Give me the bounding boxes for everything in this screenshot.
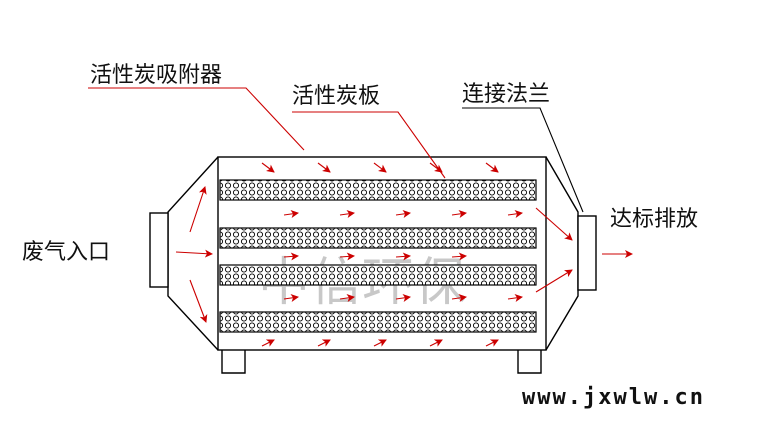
flow-arrow bbox=[485, 339, 499, 347]
outlet-flange bbox=[577, 215, 597, 291]
flow-arrow bbox=[283, 252, 299, 261]
flow-arrow bbox=[429, 339, 443, 347]
flow-arrow bbox=[283, 294, 299, 302]
flow-arrow bbox=[395, 210, 411, 218]
flow-arrow bbox=[339, 210, 355, 218]
flow-arrow bbox=[317, 162, 331, 173]
flow-arrow bbox=[507, 210, 523, 218]
adsorber-shell bbox=[217, 156, 547, 351]
leader-carbon-plate bbox=[292, 111, 446, 179]
airflow-arrows bbox=[175, 162, 633, 347]
flow-arrow bbox=[535, 207, 573, 241]
carbon-plate-2 bbox=[219, 227, 537, 249]
carbon-plate-1 bbox=[219, 179, 537, 201]
flow-arrow bbox=[507, 294, 523, 302]
flow-arrow bbox=[261, 339, 275, 347]
adsorber-body bbox=[149, 156, 597, 374]
support-leg-right bbox=[517, 350, 542, 374]
flow-arrow bbox=[395, 294, 411, 302]
flow-arrow bbox=[373, 339, 387, 347]
label-flange: 连接法兰 bbox=[462, 82, 550, 107]
website-text: www.jxwlw.cn bbox=[522, 385, 705, 410]
outlet-cone bbox=[545, 156, 579, 351]
label-adsorber: 活性炭吸附器 bbox=[90, 63, 222, 88]
flow-arrow bbox=[535, 269, 573, 293]
flow-arrow bbox=[189, 279, 208, 323]
flow-arrow bbox=[451, 294, 467, 302]
flow-arrow bbox=[451, 252, 467, 261]
flow-arrow bbox=[373, 162, 387, 173]
flow-arrow bbox=[261, 162, 275, 173]
carbon-plate-3 bbox=[219, 264, 537, 286]
flow-arrow bbox=[283, 210, 299, 218]
flow-arrow bbox=[485, 162, 499, 173]
label-outlet: 达标排放 bbox=[610, 207, 698, 232]
support-leg-left bbox=[221, 350, 246, 374]
label-inlet: 废气入口 bbox=[22, 240, 110, 265]
carbon-plates bbox=[219, 179, 537, 333]
label-carbon-plate: 活性炭板 bbox=[292, 84, 380, 109]
carbon-plate-4 bbox=[219, 311, 537, 333]
inlet-flange bbox=[149, 212, 169, 288]
leader-flange bbox=[462, 107, 584, 213]
flow-arrow bbox=[395, 252, 411, 261]
flow-arrow bbox=[189, 186, 207, 233]
flow-arrow bbox=[451, 210, 467, 218]
flow-arrow bbox=[339, 294, 355, 302]
flow-arrow bbox=[317, 339, 331, 347]
flow-arrow bbox=[175, 249, 213, 258]
flow-arrow bbox=[339, 252, 355, 261]
leader-lines bbox=[88, 87, 584, 213]
leader-adsorber bbox=[88, 87, 305, 151]
